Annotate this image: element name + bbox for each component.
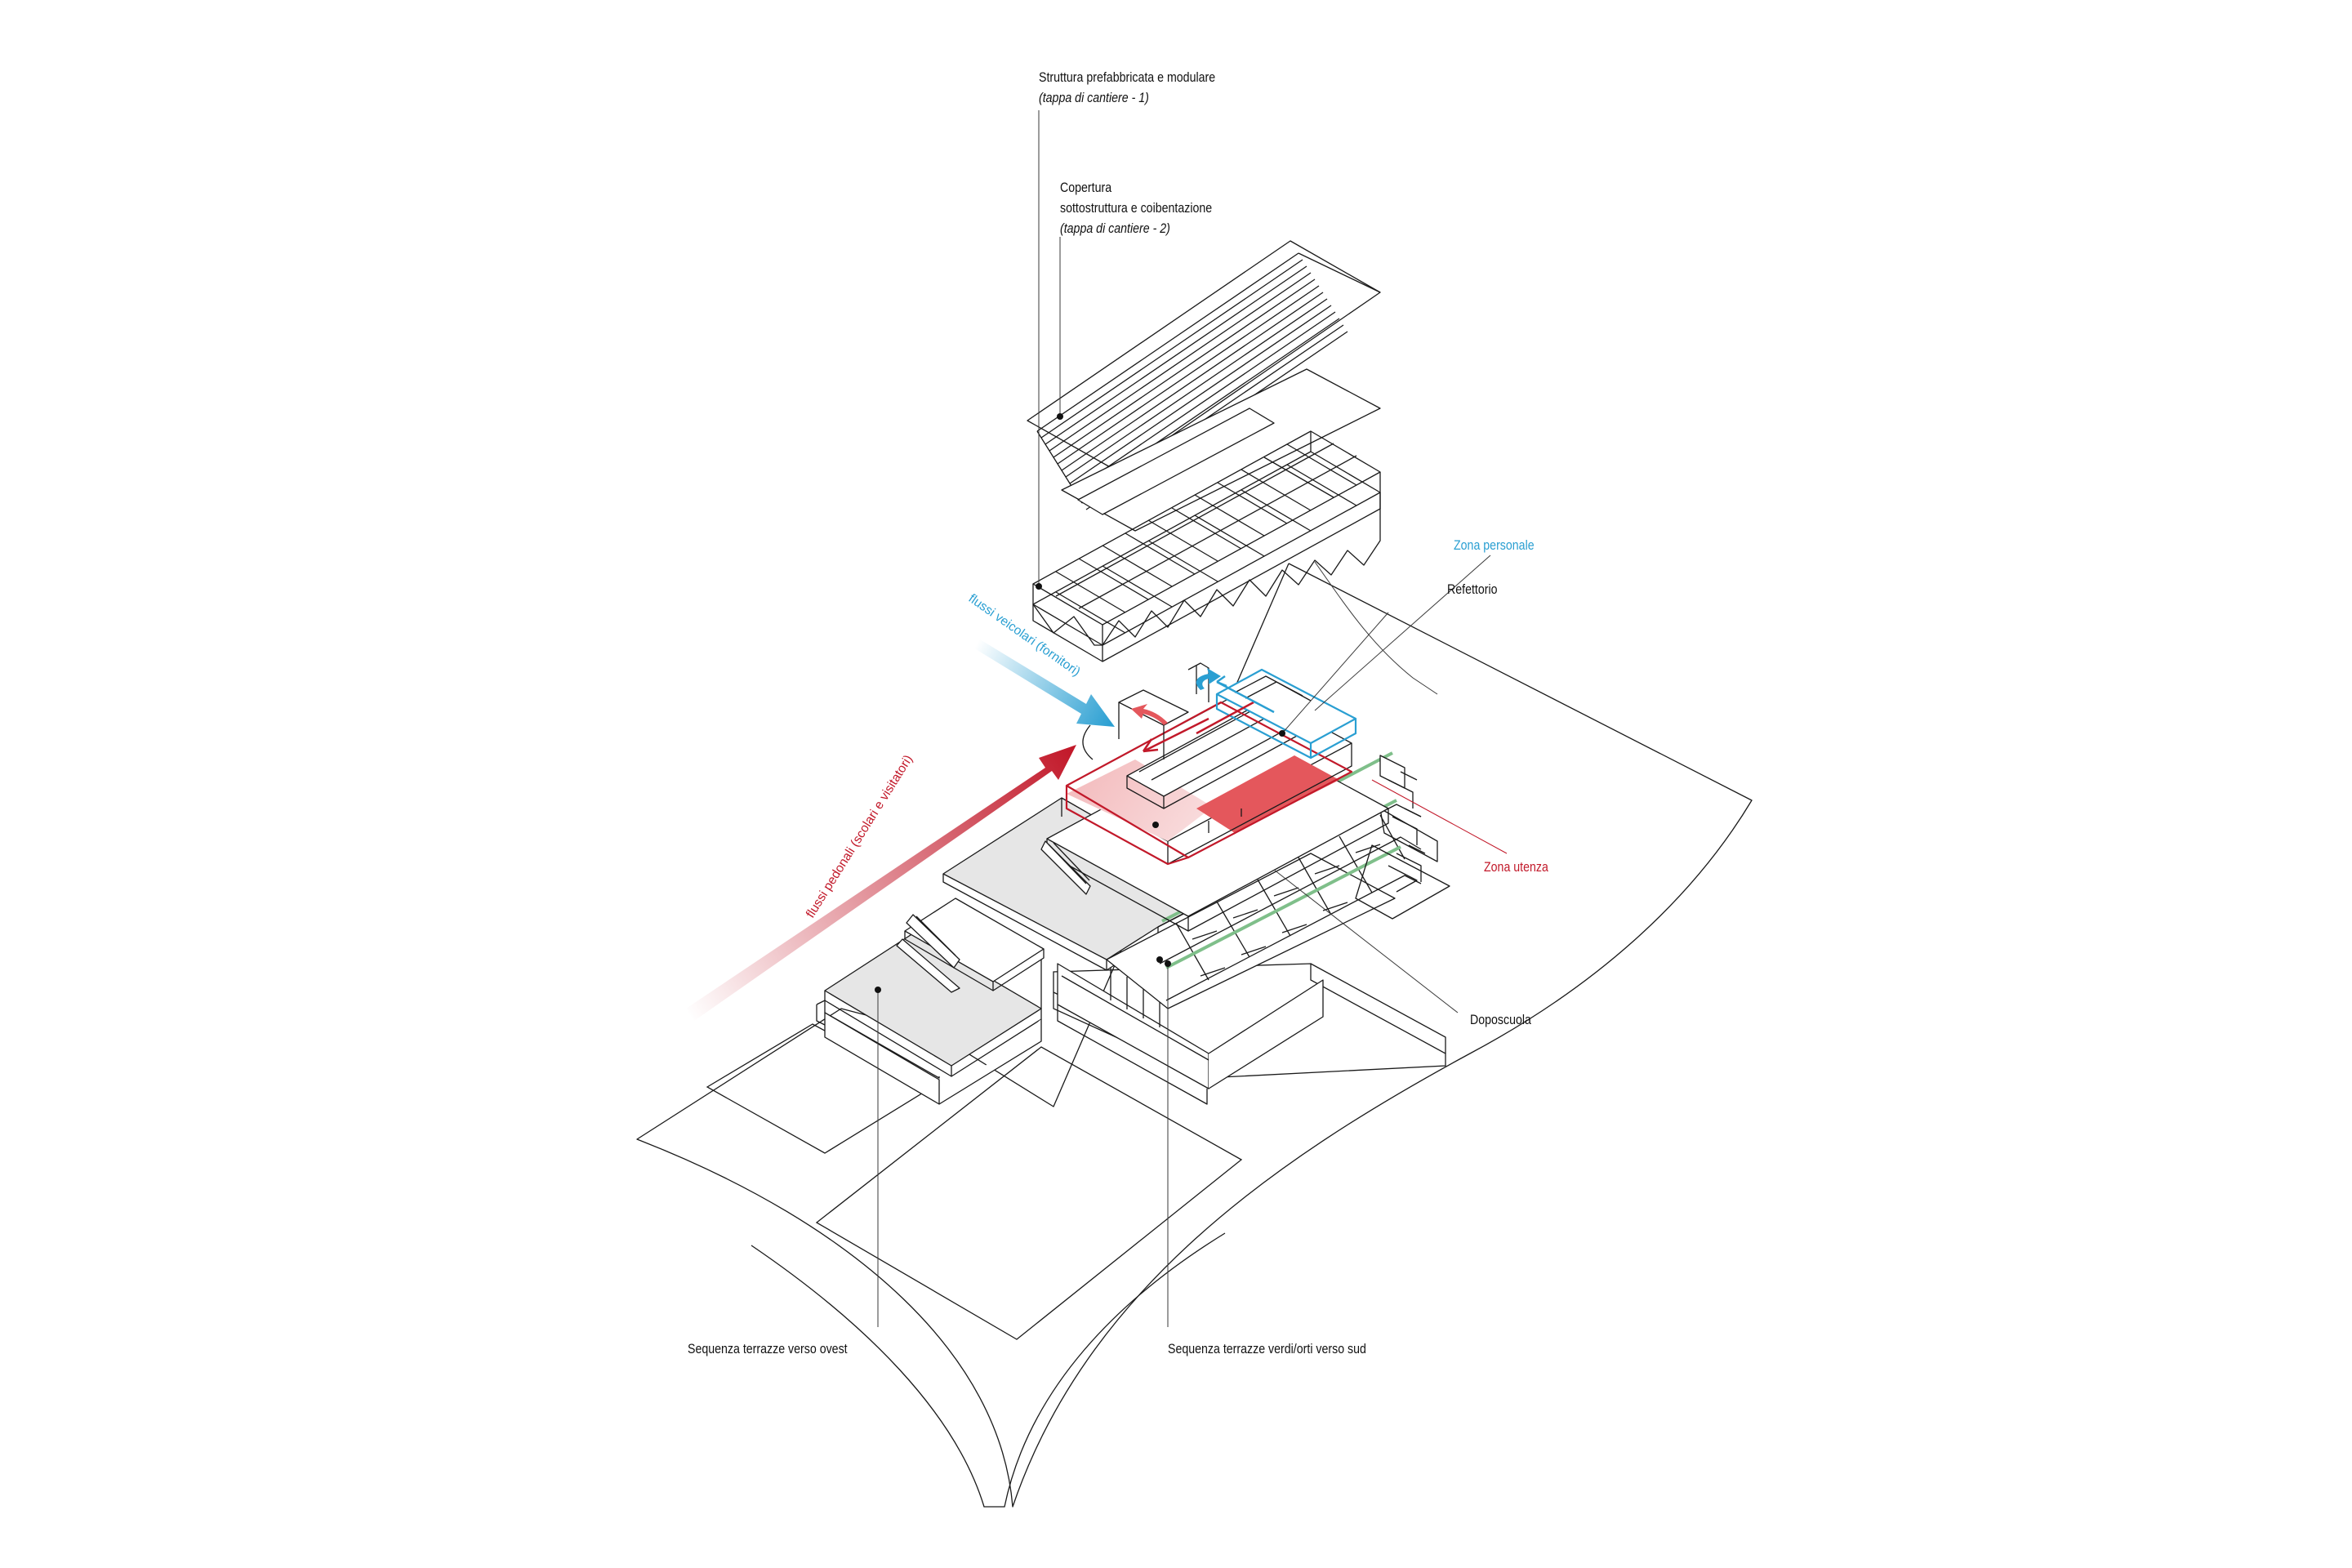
south-terraces [1106,853,1396,1009]
flussi-pedonali-arrow [686,745,1076,1021]
exploded-roof [1027,240,1381,662]
dot-refettorio [1279,730,1285,737]
dot-struttura [1036,583,1042,590]
label-terrazze-sud: Sequenza terrazze verdi/orti verso sud [1168,1342,1366,1356]
label-zona-utenza: Zona utenza [1484,860,1548,875]
zona-utenza-pink [1067,760,1213,841]
leader-zona-utenza [1371,779,1508,854]
leader-doposcuola [1273,869,1459,1013]
main-building [816,662,1450,1105]
label-copertura-line1: Copertura [1060,180,1112,195]
roof-truss [1032,430,1381,662]
field-big-outline [815,1046,1243,1340]
flussi-veicolari-arrow [972,637,1115,727]
label-struttura-line2: (tappa di cantiere - 1) [1039,91,1149,105]
dot-terrazze-sud [1165,960,1171,967]
label-refettorio: Refettorio [1447,582,1498,597]
flow-arrows [686,637,1115,1021]
ramp-upper [1040,840,1091,895]
label-zona-personale: Zona personale [1454,538,1535,553]
site-boundary-outline [636,563,1753,1508]
label-copertura-line3: (tappa di cantiere - 2) [1060,221,1170,236]
red-mini-arrow [1131,704,1168,725]
east-annex-outline [1053,963,1446,1079]
marker-dots [875,413,1285,993]
label-copertura: Copertura sottostruttura e coibentazione… [1060,178,1212,239]
dot-terrazze-ovest [875,987,881,993]
dot-zona-utenza [1152,822,1159,828]
label-copertura-line2: sottostruttura e coibentazione [1060,201,1213,216]
roof-plane-low [1077,408,1275,515]
blue-mini-arrow [1196,668,1221,690]
dot-copertura [1057,413,1063,420]
flussi-veicolari-label: flussi veicolari (fornitori) [966,591,1083,679]
label-terrazze-ovest: Sequenza terrazze verso ovest [688,1342,848,1356]
label-doposcuola: Doposcuola [1470,1013,1531,1027]
site-ground [636,563,1753,1508]
leader-lines [877,110,1508,1327]
zona-utenza-outline [1065,701,1353,859]
dot-doposcuola [1156,956,1163,963]
leader-zona-personale [1314,561,1438,695]
leader-refettorio [1281,612,1389,734]
ramp-low [896,938,960,993]
label-struttura: Struttura prefabbricata e modulare (tapp… [1039,68,1215,109]
label-struttura-line1: Struttura prefabbricata e modulare [1039,70,1216,85]
funnel-outline [751,1232,1226,1508]
zona-utenza-red [1196,755,1339,833]
red-path-arrow [1142,701,1254,753]
